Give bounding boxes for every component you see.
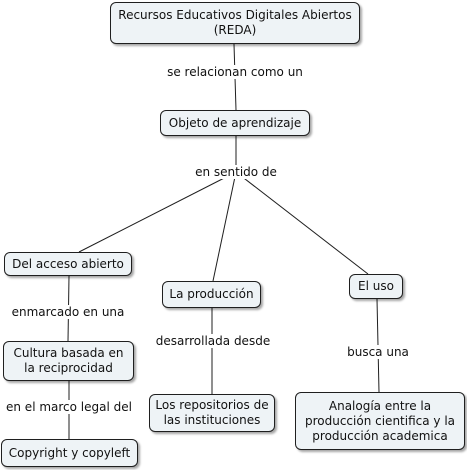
connector-sentido-uso: [235, 171, 369, 275]
concept-reda[interactable]: Recursos Educativos Digitales Abiertos (…: [110, 2, 360, 44]
link-label-marco: en el marco legal del: [4, 400, 134, 414]
concept-cultura-reciprocidad[interactable]: Cultura basada en la reciprocidad: [3, 341, 134, 381]
concept-copyright[interactable]: Copyright y copyleft: [1, 439, 138, 467]
concept-uso[interactable]: El uso: [349, 274, 403, 299]
link-label-desarrollada: desarrollada desde: [153, 334, 273, 348]
concept-objeto-aprendizaje[interactable]: Objeto de aprendizaje: [160, 110, 310, 136]
concept-acceso-abierto[interactable]: Del acceso abierto: [4, 252, 132, 276]
link-label-sentido: en sentido de: [193, 165, 279, 179]
concept-analogia[interactable]: Analogía entre la producción cientifica …: [295, 392, 465, 450]
connector-sentido-produccion: [212, 171, 237, 282]
link-label-busca: busca una: [345, 345, 411, 359]
link-label-relacionan: se relacionan como un: [165, 65, 305, 79]
connector-sentido-acceso: [78, 171, 237, 253]
concept-repositorios[interactable]: Los repositorios de las instituciones: [149, 394, 275, 432]
concept-produccion[interactable]: La producción: [162, 281, 261, 308]
link-label-enmarcado: enmarcado en una: [9, 305, 127, 319]
